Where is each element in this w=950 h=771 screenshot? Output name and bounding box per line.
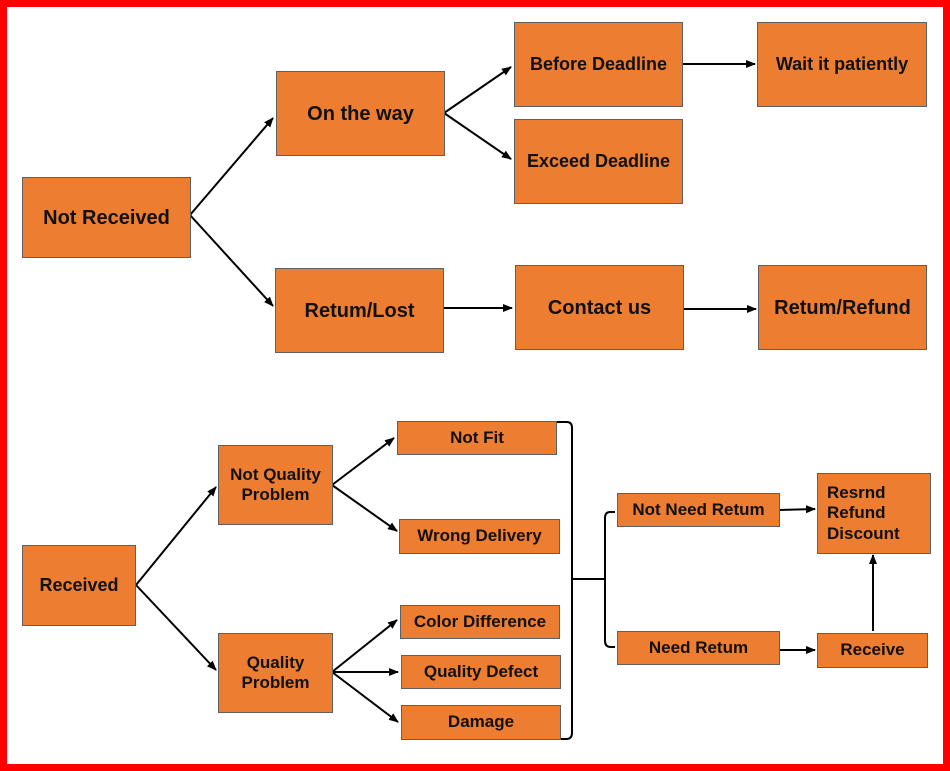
arrow-quality-to-damage bbox=[331, 671, 399, 723]
arrow-not-received-to-return-lost bbox=[189, 214, 274, 307]
node-contact-us: Contact us bbox=[515, 265, 684, 350]
arrow-received-to-quality bbox=[135, 584, 217, 671]
grouping-bracket bbox=[556, 421, 573, 740]
node-wrong-delivery: Wrong Delivery bbox=[399, 519, 560, 554]
node-on-the-way: On the way bbox=[276, 71, 445, 156]
node-quality-defect: Quality Defect bbox=[401, 655, 561, 689]
arrow-received-to-not-quality bbox=[135, 486, 217, 586]
arrow-not-need-return-to-resend bbox=[778, 505, 816, 514]
arrow-quality-to-color-difference bbox=[331, 619, 398, 673]
node-return-refund: Retum/Refund bbox=[758, 265, 927, 350]
node-not-received: Not Received bbox=[22, 177, 191, 258]
split-branch-connector bbox=[604, 511, 615, 648]
node-received: Received bbox=[22, 545, 136, 626]
node-need-return: Need Retum bbox=[617, 631, 780, 665]
arrow-not-received-to-on-the-way bbox=[189, 117, 274, 216]
arrow-on-the-way-to-exceed-deadline bbox=[443, 112, 512, 160]
node-wait-patiently: Wait it patiently bbox=[757, 22, 927, 107]
node-damage: Damage bbox=[401, 705, 561, 740]
node-not-need-return: Not Need Retum bbox=[617, 493, 780, 527]
node-before-deadline: Before Deadline bbox=[514, 22, 683, 107]
node-not-fit: Not Fit bbox=[397, 421, 557, 455]
arrow-not-quality-to-wrong-delivery bbox=[331, 484, 398, 532]
node-resend-refund-discount: Resrnd Refund Discount bbox=[817, 473, 931, 554]
node-color-difference: Color Difference bbox=[400, 605, 560, 639]
node-not-quality-problem: Not Quality Problem bbox=[218, 445, 333, 525]
node-return-lost: Retum/Lost bbox=[275, 268, 444, 353]
arrow-not-quality-to-not-fit bbox=[331, 437, 395, 486]
arrow-on-the-way-to-before-deadline bbox=[443, 66, 512, 114]
node-exceed-deadline: Exceed Deadline bbox=[514, 119, 683, 204]
node-receive: Receive bbox=[817, 633, 928, 668]
node-quality-problem: Quality Problem bbox=[218, 633, 333, 713]
